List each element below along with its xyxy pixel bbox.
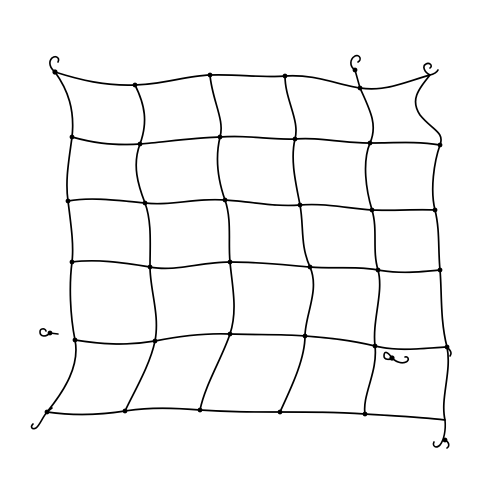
vertical-cord-2 [124, 84, 158, 412]
knot [65, 198, 71, 204]
horizontal-cord-3 [67, 198, 436, 212]
knot [307, 264, 313, 270]
hook-icon [350, 54, 361, 89]
knot [362, 411, 368, 417]
knot [72, 337, 78, 343]
knot [142, 200, 148, 206]
knot [217, 134, 223, 140]
hook-icon [49, 55, 60, 75]
knot [122, 408, 128, 414]
knot [367, 140, 373, 146]
horizontal-cord-4 [71, 259, 441, 274]
knot [222, 197, 228, 203]
vertical-cord-4 [279, 75, 315, 413]
knot [227, 259, 233, 265]
knot [132, 82, 138, 88]
knot [152, 338, 158, 344]
knot [375, 267, 381, 273]
horizontal-cord-2 [71, 135, 441, 146]
hook-icon [30, 407, 53, 430]
knots [65, 72, 450, 417]
knot [302, 333, 308, 339]
vertical-cord-5 [359, 87, 381, 415]
hook-icon [446, 346, 452, 357]
knot [372, 343, 378, 349]
horizontal-cord-5 [74, 332, 448, 351]
knot [432, 207, 438, 213]
knot [292, 136, 298, 142]
knot [227, 331, 233, 337]
knot [69, 134, 75, 140]
knot [369, 207, 375, 213]
knot [437, 267, 443, 273]
hooks [30, 54, 452, 449]
hook-icon [383, 351, 410, 364]
knot [277, 409, 283, 415]
knot [437, 142, 443, 148]
vertical-cord-3 [199, 74, 235, 411]
horizontal-cords [46, 71, 448, 421]
knot [207, 72, 213, 78]
horizontal-cord-1 [54, 71, 431, 90]
vertical-cord-6 [414, 74, 450, 421]
knot [297, 202, 303, 208]
knot [197, 407, 203, 413]
knot [137, 141, 143, 147]
hook-icon [423, 62, 439, 76]
hook-icon [432, 419, 450, 449]
vertical-cord-1 [46, 71, 77, 413]
vertical-cords [46, 71, 450, 421]
knot [69, 259, 75, 265]
horizontal-cord-6 [46, 407, 446, 421]
knot [147, 264, 153, 270]
knot [282, 73, 288, 79]
hook-icon [39, 328, 59, 337]
